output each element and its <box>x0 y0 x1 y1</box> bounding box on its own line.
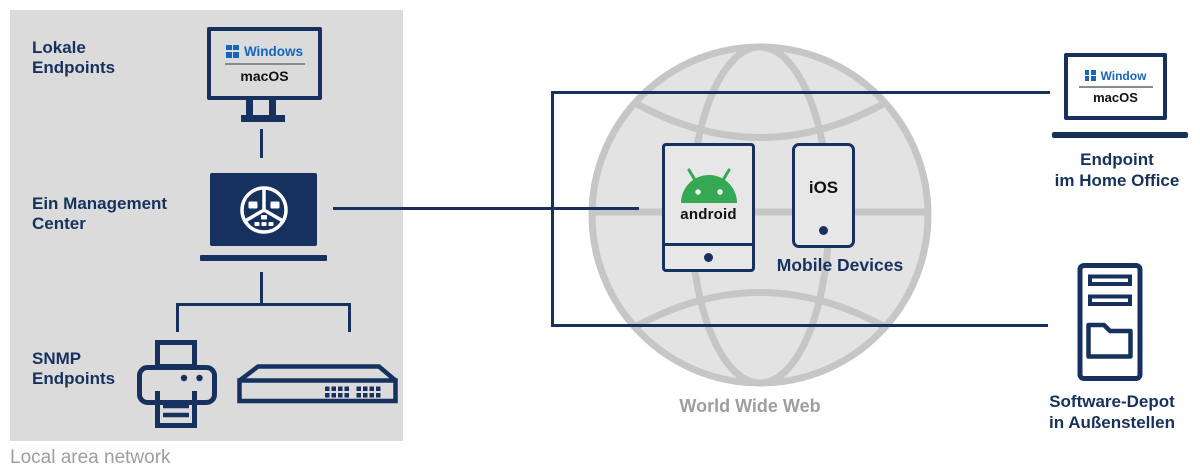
monitor-stand-leg <box>269 100 276 117</box>
monitor-stand-leg <box>246 100 253 117</box>
os-divider <box>1078 85 1153 88</box>
macos-label: macOS <box>240 67 289 84</box>
windows-logo-icon <box>225 44 239 58</box>
macos-label: macOS <box>1093 89 1138 105</box>
connector-management-to-snmp <box>260 272 263 304</box>
ios-label: iOS <box>808 178 839 197</box>
label-software-depot: Software-Depot in Außenstellen <box>1049 392 1175 432</box>
connector-snmp-branch <box>176 303 351 306</box>
monitor-icon: Windows macOS <box>207 27 322 122</box>
home-office-laptop-icon: Window macOS <box>1064 53 1167 120</box>
connector-management-to-internet <box>333 207 639 210</box>
label-mobile-devices: Mobile Devices <box>776 255 904 275</box>
label-endpoint-home-office: Endpoint im Home Office <box>1054 150 1180 190</box>
connector-internet-junction <box>551 91 554 327</box>
windows-label: Window <box>1100 68 1147 83</box>
label-lokale-endpoints: Lokale Endpoints <box>32 38 116 77</box>
home-button-icon <box>819 226 828 235</box>
folder-icon <box>1086 322 1133 359</box>
android-tablet-icon: android <box>662 143 755 272</box>
globe-icon <box>588 43 932 387</box>
android-robot-icon <box>680 168 737 203</box>
network-switch-icon <box>237 364 398 404</box>
android-label: android <box>680 205 737 223</box>
server-tower-icon <box>1077 263 1143 381</box>
connector-to-home-office <box>551 91 1050 94</box>
printer-icon <box>137 340 217 428</box>
android-tablet-screen: android <box>665 146 752 246</box>
connector-drop-switch <box>348 303 351 332</box>
caption-world-wide-web: World Wide Web <box>679 396 821 416</box>
monitor-screen: Windows macOS <box>207 27 322 100</box>
tablet-home-area <box>665 246 752 269</box>
label-snmp-endpoints: SNMP Endpoints <box>32 349 116 388</box>
connector-drop-printer <box>176 303 179 332</box>
home-button-icon <box>704 253 713 262</box>
laptop-base-bar <box>200 255 327 261</box>
laptop-base-bar <box>1052 132 1188 138</box>
caption-local-area-network: Local area network <box>10 447 171 468</box>
windows-logo-icon <box>1084 70 1096 81</box>
windows-label: Windows <box>243 43 304 59</box>
monitor-stand-base <box>241 115 285 122</box>
switch-ports <box>325 386 381 398</box>
label-management-center: Ein Management Center <box>32 194 168 233</box>
os-divider <box>224 62 305 65</box>
management-center-icon <box>210 173 317 246</box>
connector-monitor-to-management <box>260 129 263 158</box>
ios-phone-icon: iOS <box>792 143 855 248</box>
windows-os-row: Windows <box>225 43 304 59</box>
management-hub-icon <box>239 185 288 234</box>
connector-to-software-depot <box>551 324 1048 327</box>
windows-os-row: Window <box>1084 68 1147 83</box>
